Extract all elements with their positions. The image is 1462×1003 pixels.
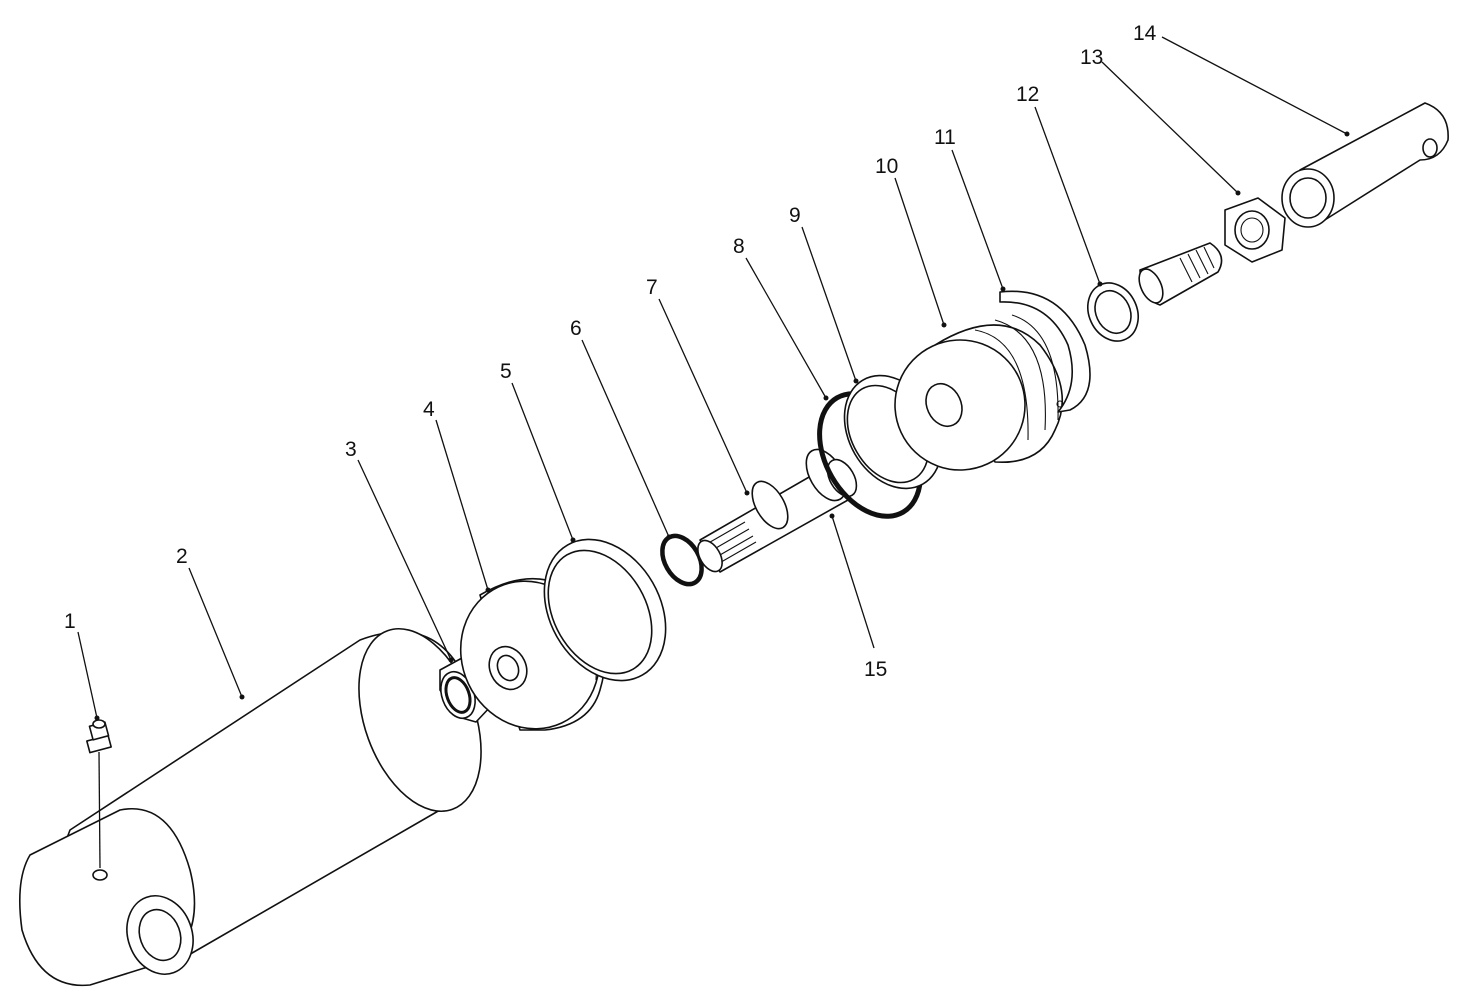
- callout-15: 15: [864, 658, 887, 681]
- callout-14: 14: [1133, 22, 1157, 45]
- callout-3: 3: [345, 438, 357, 461]
- part-10-piston: [894, 314, 1063, 471]
- callout-1: 1: [64, 610, 76, 633]
- callout-2: 2: [176, 545, 188, 568]
- callout-labels: 1 2 3 4 5 6 7 8 9 10 11 12 13 14 15: [64, 22, 1157, 681]
- part-12-spacer: [1087, 282, 1139, 342]
- part-7-piston-stud: [697, 448, 858, 573]
- callout-8: 8: [733, 235, 745, 258]
- callout-11: 11: [934, 126, 956, 149]
- callout-4: 4: [423, 398, 435, 421]
- callout-5: 5: [500, 360, 512, 383]
- callout-10: 10: [875, 155, 898, 178]
- part-13-hex-nut: [1224, 197, 1286, 263]
- part-1-grease-fitting: [86, 719, 112, 869]
- callout-12: 12: [1016, 83, 1039, 106]
- threaded-rod: [1138, 242, 1223, 306]
- leader-lines: [77, 36, 1350, 721]
- callout-13: 13: [1080, 46, 1103, 69]
- part-5-ring: [543, 538, 667, 682]
- part-14-pin: [1281, 102, 1449, 228]
- callout-7: 7: [646, 276, 658, 299]
- callout-9: 9: [789, 204, 801, 227]
- part-11-retaining-ring: [999, 290, 1091, 413]
- callout-6: 6: [570, 317, 582, 340]
- part-2-cylinder-body: [18, 627, 482, 987]
